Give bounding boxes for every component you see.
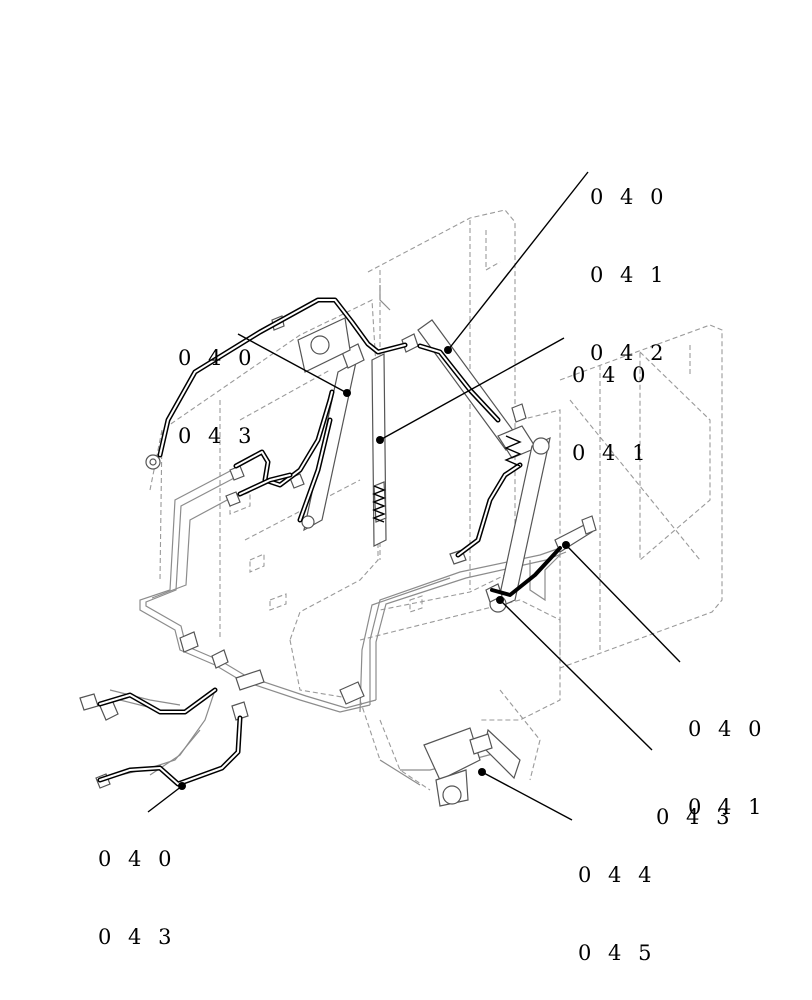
- leader-lower-right: [499, 599, 653, 751]
- callout-line: 0 4 1: [572, 441, 651, 465]
- callout-line: 0 4 0: [590, 185, 669, 209]
- callout-line: 0 4 0: [572, 363, 651, 387]
- callout-line: 0 4 1: [688, 795, 767, 819]
- cylinders: [79, 315, 597, 807]
- callout-right: 0 4 0 0 4 1: [688, 664, 766, 846]
- callout-bottom-left: 0 4 0 0 4 3: [98, 794, 176, 976]
- callout-upper-left: 0 4 0 0 4 3: [178, 293, 256, 475]
- callout-line: 0 4 0: [98, 847, 177, 871]
- callout-lower-right: 0 4 3: [656, 752, 734, 856]
- leader-upper-left: [237, 333, 348, 394]
- hose-right-lower: [490, 546, 562, 597]
- leader-dot-upper-left: [343, 389, 351, 397]
- callout-line: 0 4 3: [98, 925, 177, 949]
- callout-line: 0 4 3: [656, 805, 735, 829]
- leader-dot-bottom-left: [178, 782, 186, 790]
- callout-line: 0 4 0: [178, 346, 257, 370]
- callout-line: 0 4 0: [688, 717, 767, 741]
- spring-coil: [372, 485, 386, 523]
- hose-bottom-left-lower: [97, 715, 243, 787]
- leader-top-right: [447, 171, 589, 351]
- callout-bottom-center: 0 4 4 0 4 5: [578, 810, 656, 992]
- leader-middle: [379, 337, 565, 441]
- highlighted-hoses: [97, 297, 562, 787]
- hose-right-middle: [455, 462, 523, 558]
- leader-bottom-left: [147, 785, 183, 813]
- leader-dot-lower-right: [496, 596, 504, 604]
- leader-dot-bottom-center: [478, 768, 486, 776]
- callout-line: 0 4 5: [578, 941, 657, 965]
- callout-line: 0 4 1: [590, 263, 669, 287]
- leader-lines: [147, 171, 681, 821]
- leader-dot-middle: [376, 436, 384, 444]
- callout-line: 0 4 4: [578, 863, 657, 887]
- spring-coil-right: [504, 435, 522, 467]
- callout-line: 0 4 3: [178, 424, 257, 448]
- leader-dot-right: [562, 541, 570, 549]
- leader-right: [565, 544, 681, 663]
- leader-bottom-center: [481, 771, 573, 821]
- callout-middle: 0 4 0 0 4 1: [572, 310, 650, 492]
- callout-line: 0 4 2: [590, 341, 669, 365]
- callout-top-right: 0 4 0 0 4 1 0 4 2: [590, 132, 668, 392]
- leader-dot-top-right: [444, 346, 452, 354]
